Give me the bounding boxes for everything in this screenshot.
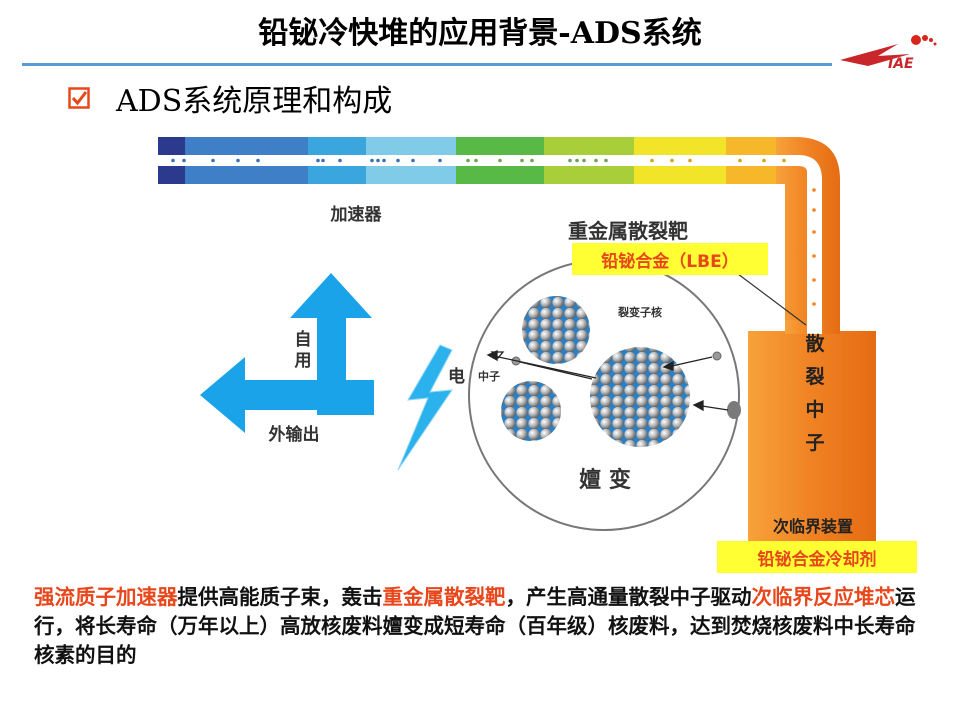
- highlight-accelerator: 强流质子加速器: [34, 585, 178, 609]
- neutron-label: 中子: [478, 369, 500, 383]
- power-split-arrow: [200, 273, 374, 433]
- lbe-callout: 铅铋合金（LBE）: [572, 243, 768, 275]
- highlight-target: 重金属散裂靶: [382, 585, 506, 609]
- nucleus-large: [590, 347, 690, 447]
- highlight-core: 次临界反应堆芯: [751, 585, 896, 609]
- arrow-up-icon: [290, 273, 372, 415]
- accelerator-beamline: [158, 137, 840, 335]
- lightning-icon: [397, 344, 454, 471]
- logo-swoosh-icon: [840, 44, 910, 66]
- transmutation-label: 嬗 变: [579, 467, 631, 493]
- arrow-left-icon: [200, 357, 374, 433]
- title-underline: [22, 63, 832, 66]
- neutron-out-arrow: [493, 355, 597, 379]
- paragraph-text: 运行，将长寿命（万年以上）高放核废料嬗变成短寿命（百年级）核废料，达到焚烧核废料…: [34, 585, 916, 667]
- neutron-in-arrow-2: [701, 405, 729, 411]
- subcritical-label: 次临界装置: [773, 517, 853, 536]
- paragraph-text: ，产生高通量散裂中子驱动: [505, 585, 752, 609]
- svg-text:子: 子: [805, 432, 824, 454]
- export-label: 外输出: [269, 424, 320, 445]
- spallation-char-1: 散: [805, 332, 824, 355]
- fission-nucleus-label: 裂变子核: [617, 305, 662, 319]
- bullet-text: ADS系统原理和构成: [116, 84, 393, 119]
- target-label: 重金属散裂靶: [568, 219, 688, 243]
- nucleus-bottom: [501, 381, 561, 441]
- subcritical-device: 散 裂 中 子 次临界装置: [748, 320, 876, 551]
- accelerator-label: 加速器: [330, 204, 383, 225]
- svg-text:裂: 裂: [805, 366, 824, 388]
- slide-title: 铅铋冷快堆的应用背景-ADS系统: [258, 16, 702, 51]
- nucleus-top: [522, 296, 590, 364]
- neutron-in-arrow: [671, 356, 713, 367]
- neutron-dot-right: [712, 351, 722, 361]
- checkbox-checked-icon: [68, 87, 90, 109]
- iae-logo: IAE: [840, 35, 937, 72]
- bullet-item: ADS系统原理和构成: [68, 78, 393, 119]
- logo-dots-icon: [911, 35, 937, 46]
- logo-text: IAE: [888, 56, 914, 72]
- paragraph-text: 提供高能质子束，轰击: [177, 585, 383, 609]
- lbe-leader-line: [737, 273, 807, 326]
- electricity-label: 电: [448, 366, 465, 387]
- svg-text:自: 自: [295, 329, 312, 350]
- svg-text:用: 用: [295, 351, 312, 371]
- coolant-callout: 铅铋合金冷却剂: [717, 541, 917, 573]
- description-paragraph: 强流质子加速器提供高能质子束，轰击重金属散裂靶，产生高通量散裂中子驱动次临界反应…: [34, 583, 934, 670]
- svg-text:散: 散: [805, 332, 824, 355]
- neutron-dot-large: [727, 401, 741, 419]
- svg-text:中: 中: [805, 398, 824, 421]
